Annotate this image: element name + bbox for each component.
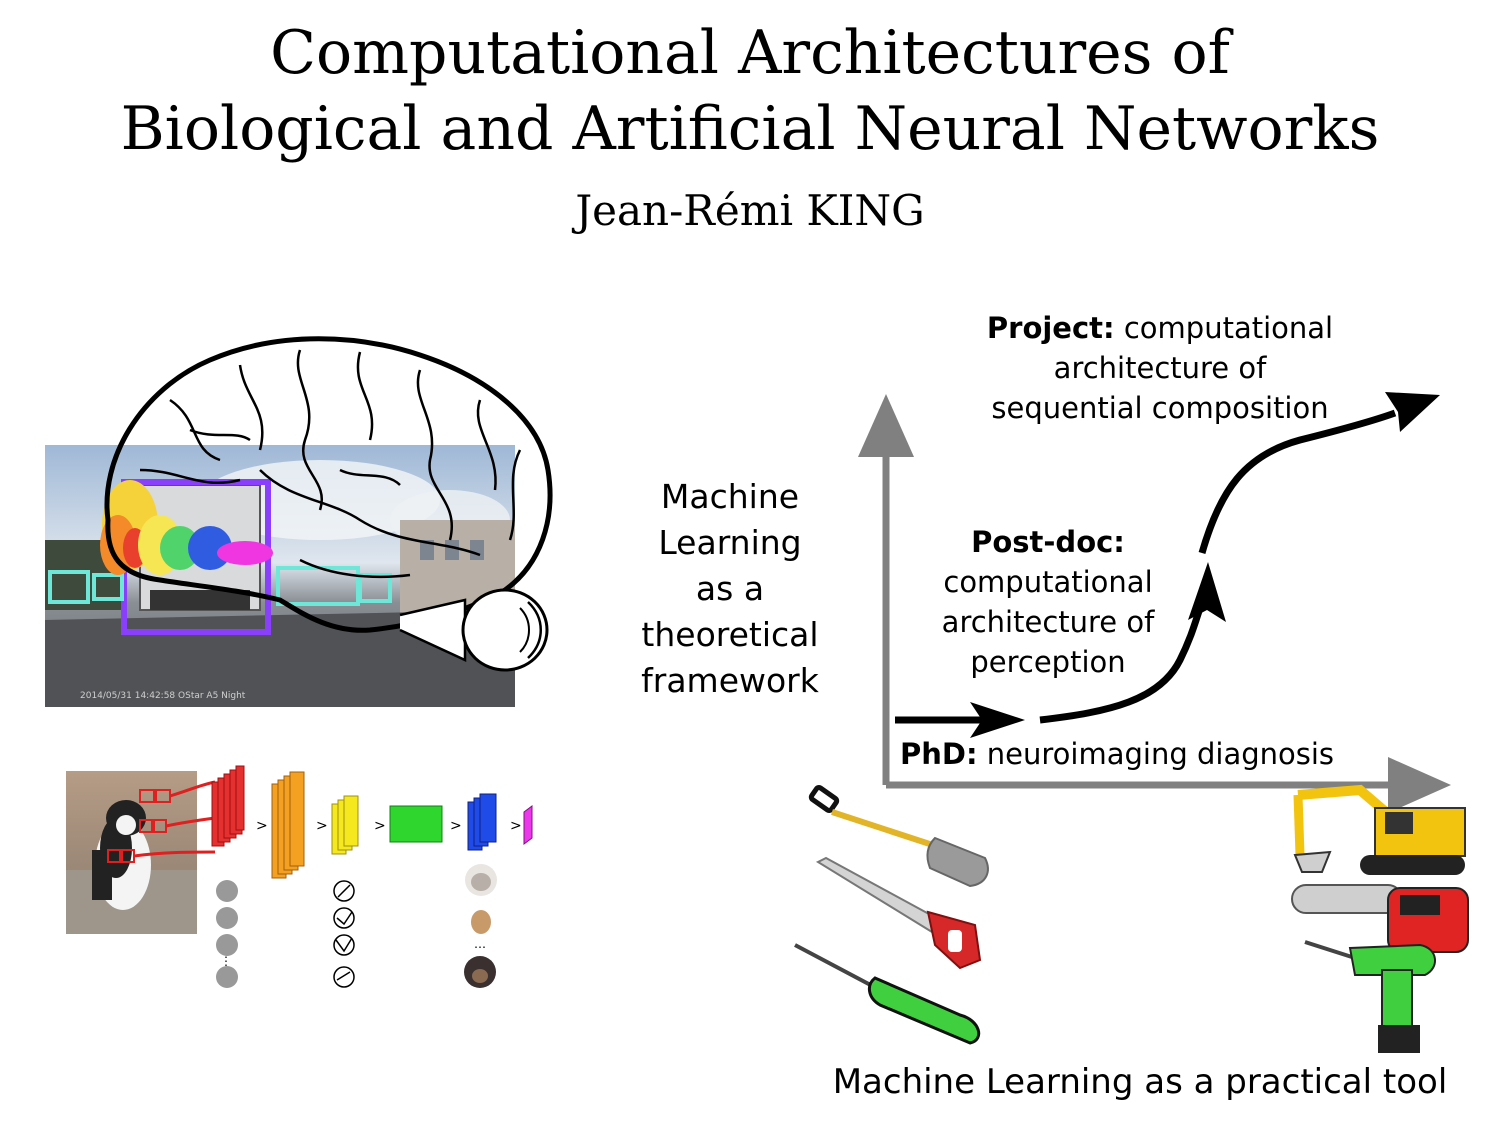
trajectory-arrow-3 — [1198, 392, 1440, 554]
eye-icon — [399, 588, 549, 672]
layer-3-yellow — [331, 795, 359, 855]
project-text-3: sequential composition — [991, 391, 1329, 425]
arrow-gt-1: > — [256, 818, 268, 834]
career-axes — [858, 394, 1451, 813]
theory-line-5: framework — [641, 661, 819, 700]
cat-photo — [66, 771, 197, 934]
phd-text: neuroimaging diagnosis — [986, 737, 1335, 771]
layer-6-magenta — [523, 805, 533, 845]
trajectory-arrow-2 — [1039, 562, 1226, 724]
svg-text:⋮: ⋮ — [220, 954, 232, 968]
layer-2-orange — [271, 771, 305, 879]
arrow-gt-3: > — [374, 818, 386, 834]
theory-framework-label: Machine Learning as a theoretical framew… — [610, 474, 850, 704]
excavator-icon — [1293, 784, 1466, 875]
saw-icon — [815, 856, 982, 970]
project-heading: Project: — [986, 311, 1115, 345]
title-line-2: Biological and Artificial Neural Network… — [120, 94, 1380, 164]
phd-label: PhD: neuroimaging diagnosis — [900, 736, 1390, 772]
layer-1-red — [211, 765, 245, 847]
title-line-1: Computational Architectures of — [270, 18, 1230, 88]
project-label: Project: computational architecture of s… — [940, 308, 1380, 428]
theory-line-3: as a — [695, 569, 765, 608]
photo-timestamp: 2014/05/31 14:42:58 OStar A5 Night — [80, 691, 246, 701]
author-name: Jean-Rémi KING — [575, 186, 925, 235]
conv-red-connections — [133, 780, 216, 858]
svg-text:…: … — [474, 937, 486, 951]
postdoc-label: Post-doc: computational architecture of … — [918, 522, 1178, 682]
theory-line-4: theoretical — [641, 615, 819, 654]
project-text-1: computational — [1123, 311, 1334, 345]
arrow-gt-5: > — [510, 818, 522, 834]
shape-features — [333, 880, 355, 988]
arrow-gt-2: > — [316, 818, 328, 834]
brain-outline-icon — [104, 336, 553, 633]
shovel-icon — [808, 785, 989, 888]
postdoc-text-3: perception — [970, 645, 1126, 679]
layer-4-green — [389, 805, 443, 843]
object-features: … — [464, 864, 497, 988]
drill-icon — [1304, 940, 1436, 1053]
chainsaw-icon — [1291, 884, 1469, 953]
layer-5-blue — [467, 793, 497, 851]
theory-line-2: Learning — [658, 523, 802, 562]
theory-line-1: Machine — [660, 477, 800, 516]
project-text-2: architecture of — [1053, 351, 1267, 385]
practical-tool-label: Machine Learning as a practical tool — [832, 1062, 1448, 1102]
screwdriver-icon — [794, 943, 981, 1045]
phd-heading: PhD: — [900, 737, 978, 771]
trajectory-arrow-1 — [895, 702, 1025, 738]
ventral-stream — [100, 480, 273, 575]
postdoc-text-2: architecture of — [941, 605, 1155, 639]
postdoc-text-1: computational — [943, 565, 1153, 599]
arrow-gt-4: > — [450, 818, 462, 834]
postdoc-heading: Post-doc: — [971, 525, 1125, 559]
brain-gyri — [139, 349, 522, 579]
gabor-features: ⋮ — [216, 880, 238, 988]
